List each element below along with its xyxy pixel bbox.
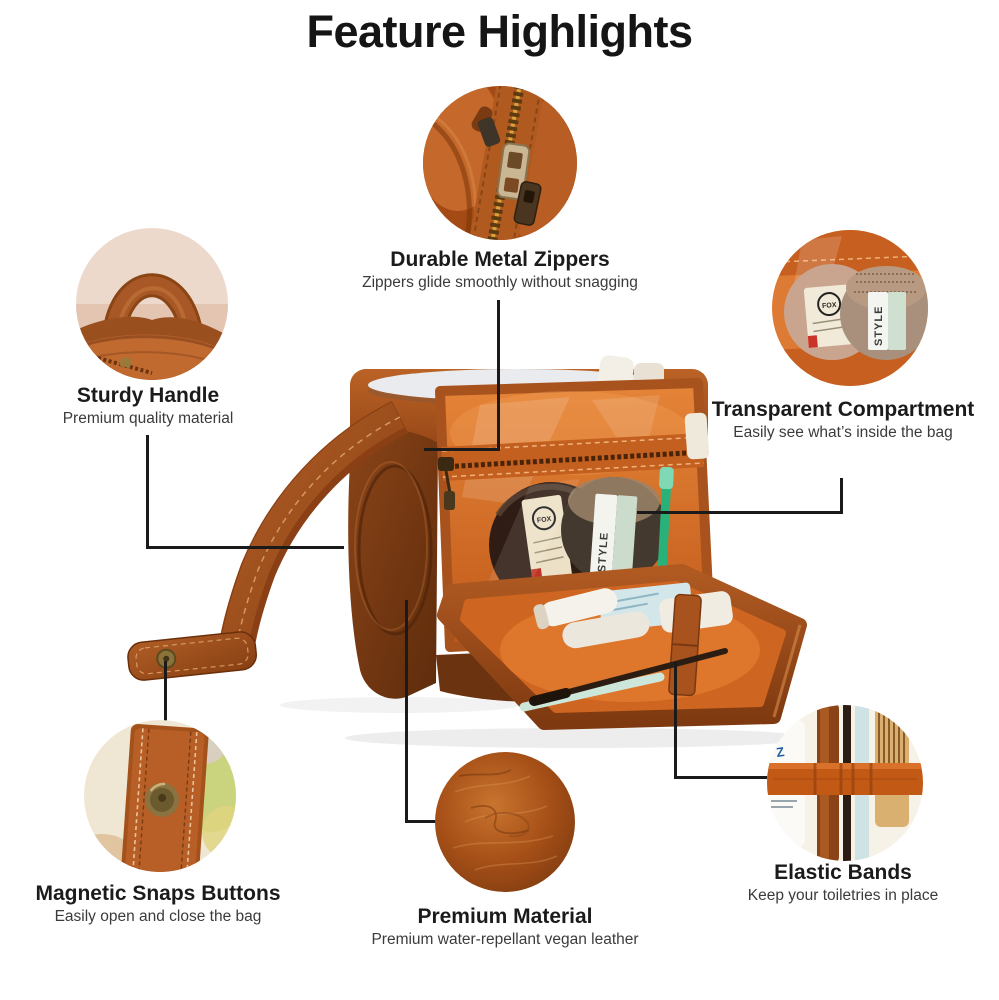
tin-brand-text-circle: STYLE — [873, 306, 885, 346]
feature-photo-elastic: Z — [767, 705, 923, 861]
connector-transparent-vertical — [840, 478, 843, 514]
connector-handle-vertical — [146, 435, 149, 548]
connector-elastic-vertical — [674, 662, 677, 779]
tin-brand-text: STYLE — [596, 531, 611, 572]
feature-subtitle-handle: Premium quality material — [62, 410, 234, 428]
feature-subtitle-snaps: Easily open and close the bag — [54, 908, 262, 926]
feature-photo-snaps — [84, 720, 236, 872]
connector-handle-horizontal — [146, 546, 344, 549]
connector-zippers-horizontal — [424, 448, 500, 451]
connector-elastic-horizontal — [674, 776, 768, 779]
strap-snap-tab — [127, 631, 258, 681]
svg-text:Z: Z — [775, 744, 785, 760]
feature-subtitle-material: Premium water-repellant vegan leather — [371, 931, 639, 949]
bag-illustration: FOX STYLE — [127, 355, 815, 748]
feature-photo-handle — [76, 228, 228, 380]
feature-title-transparent: Transparent Compartment — [711, 398, 975, 421]
product-photo-toiletry-bag: FOX STYLE — [100, 355, 830, 750]
caption-transparent: Transparent Compartment Easily see what’… — [683, 398, 999, 442]
feature-subtitle-zippers: Zippers glide smoothly without snagging — [362, 274, 638, 292]
page-title: Feature Highlights — [306, 6, 693, 57]
feature-photo-transparent: FOX STYLE — [772, 230, 928, 386]
connector-snaps-vertical — [164, 661, 167, 722]
feature-subtitle-elastic: Keep your toiletries in place — [747, 887, 939, 905]
tin-logo-text: FOX — [537, 516, 553, 525]
caption-zippers: Durable Metal Zippers Zippers glide smoo… — [340, 248, 660, 292]
connector-material-vertical — [405, 600, 408, 823]
feature-title-zippers: Durable Metal Zippers — [390, 248, 610, 271]
caption-material: Premium Material Premium water-repellant… — [345, 905, 665, 949]
feature-subtitle-transparent: Easily see what’s inside the bag — [733, 424, 953, 442]
feature-title-snaps: Magnetic Snaps Buttons — [35, 882, 281, 905]
caption-elastic: Elastic Bands Keep your toiletries in pl… — [683, 861, 999, 905]
feature-photo-material — [435, 752, 575, 892]
caption-snaps: Magnetic Snaps Buttons Easily open and c… — [0, 882, 318, 926]
green-toothbrush — [657, 466, 674, 582]
connector-zippers-vertical — [497, 300, 500, 450]
tin-logo-text-circle: FOX — [822, 302, 837, 310]
feature-title-elastic: Elastic Bands — [774, 861, 912, 884]
connector-material-horizontal — [405, 820, 437, 823]
connector-transparent-horizontal — [637, 511, 843, 514]
caption-handle: Sturdy Handle Premium quality material — [0, 384, 308, 428]
feature-title-handle: Sturdy Handle — [76, 384, 220, 407]
feature-title-material: Premium Material — [417, 905, 593, 928]
feature-photo-zippers — [423, 86, 577, 240]
